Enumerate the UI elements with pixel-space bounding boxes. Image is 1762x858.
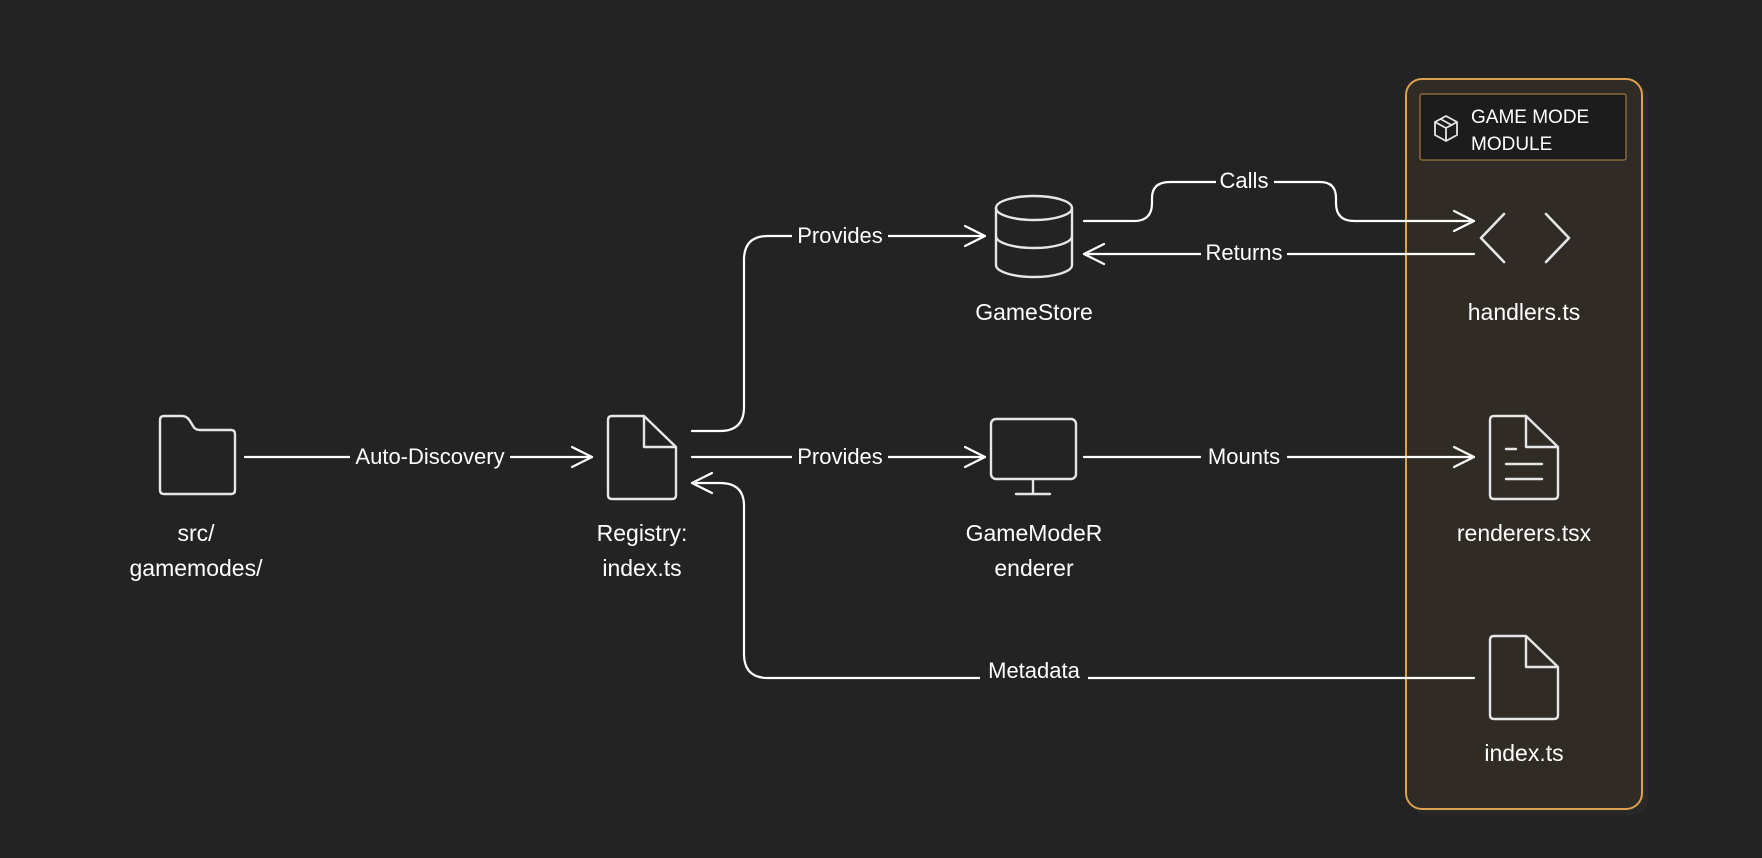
node-module-index[interactable]: index.ts <box>1484 634 1564 766</box>
edge-auto-discovery: Auto-Discovery <box>243 441 594 471</box>
node-label-line2: enderer <box>994 555 1074 581</box>
node-label-line1: GameStore <box>975 299 1093 325</box>
edge-label-provides-store: Provides <box>797 223 883 248</box>
node-label-line1: handlers.ts <box>1468 299 1581 325</box>
node-label-line2: gamemodes/ <box>130 555 264 581</box>
edge-returns: Returns <box>1082 238 1476 268</box>
group-frame <box>1405 78 1643 810</box>
edge-label-provides-renderer: Provides <box>797 444 883 469</box>
file-text-icon <box>1488 414 1560 501</box>
code-icon <box>1479 212 1571 264</box>
monitor-icon <box>989 417 1078 496</box>
edge-mounts: Mounts <box>1082 441 1476 471</box>
edge-provides-store: Provides <box>690 221 987 433</box>
game-mode-module-group: GAME MODE MODULE <box>1405 78 1648 815</box>
node-label-line2: index.ts <box>602 555 681 581</box>
edges: Auto-Discovery Provides Provides Calls <box>243 167 1476 686</box>
edge-provides-renderer: Provides <box>690 441 987 471</box>
edge-label-auto-discovery: Auto-Discovery <box>355 444 504 469</box>
file-icon <box>1488 634 1560 721</box>
node-label-line1: renderers.tsx <box>1457 520 1592 546</box>
node-label-line1: src/ <box>177 520 215 546</box>
group-header <box>1419 93 1627 161</box>
edge-calls: Calls <box>1082 167 1476 233</box>
node-game-mode-renderer[interactable]: GameModeR enderer <box>966 417 1103 581</box>
node-label-line1: index.ts <box>1484 740 1563 766</box>
file-icon <box>606 414 678 501</box>
edge-label-returns: Returns <box>1205 240 1282 265</box>
edge-metadata: Metadata <box>690 471 1476 686</box>
folder-icon <box>158 414 237 496</box>
node-renderers[interactable]: renderers.tsx <box>1457 414 1592 546</box>
node-label-line1: Registry: <box>597 520 688 546</box>
database-icon <box>994 194 1074 279</box>
package-icon <box>1434 115 1458 142</box>
node-gamestore[interactable]: GameStore <box>975 194 1093 325</box>
group-title-line1: GAME MODE <box>1471 107 1589 128</box>
edge-label-metadata: Metadata <box>988 658 1080 683</box>
node-src-gamemodes[interactable]: src/ gamemodes/ <box>130 414 264 581</box>
node-handlers[interactable]: handlers.ts <box>1468 212 1581 325</box>
edge-label-mounts: Mounts <box>1208 444 1280 469</box>
edge-label-calls: Calls <box>1220 168 1269 193</box>
node-label-line1: GameModeR <box>966 520 1103 546</box>
group-title-line2: MODULE <box>1471 134 1552 155</box>
node-registry[interactable]: Registry: index.ts <box>597 414 688 581</box>
